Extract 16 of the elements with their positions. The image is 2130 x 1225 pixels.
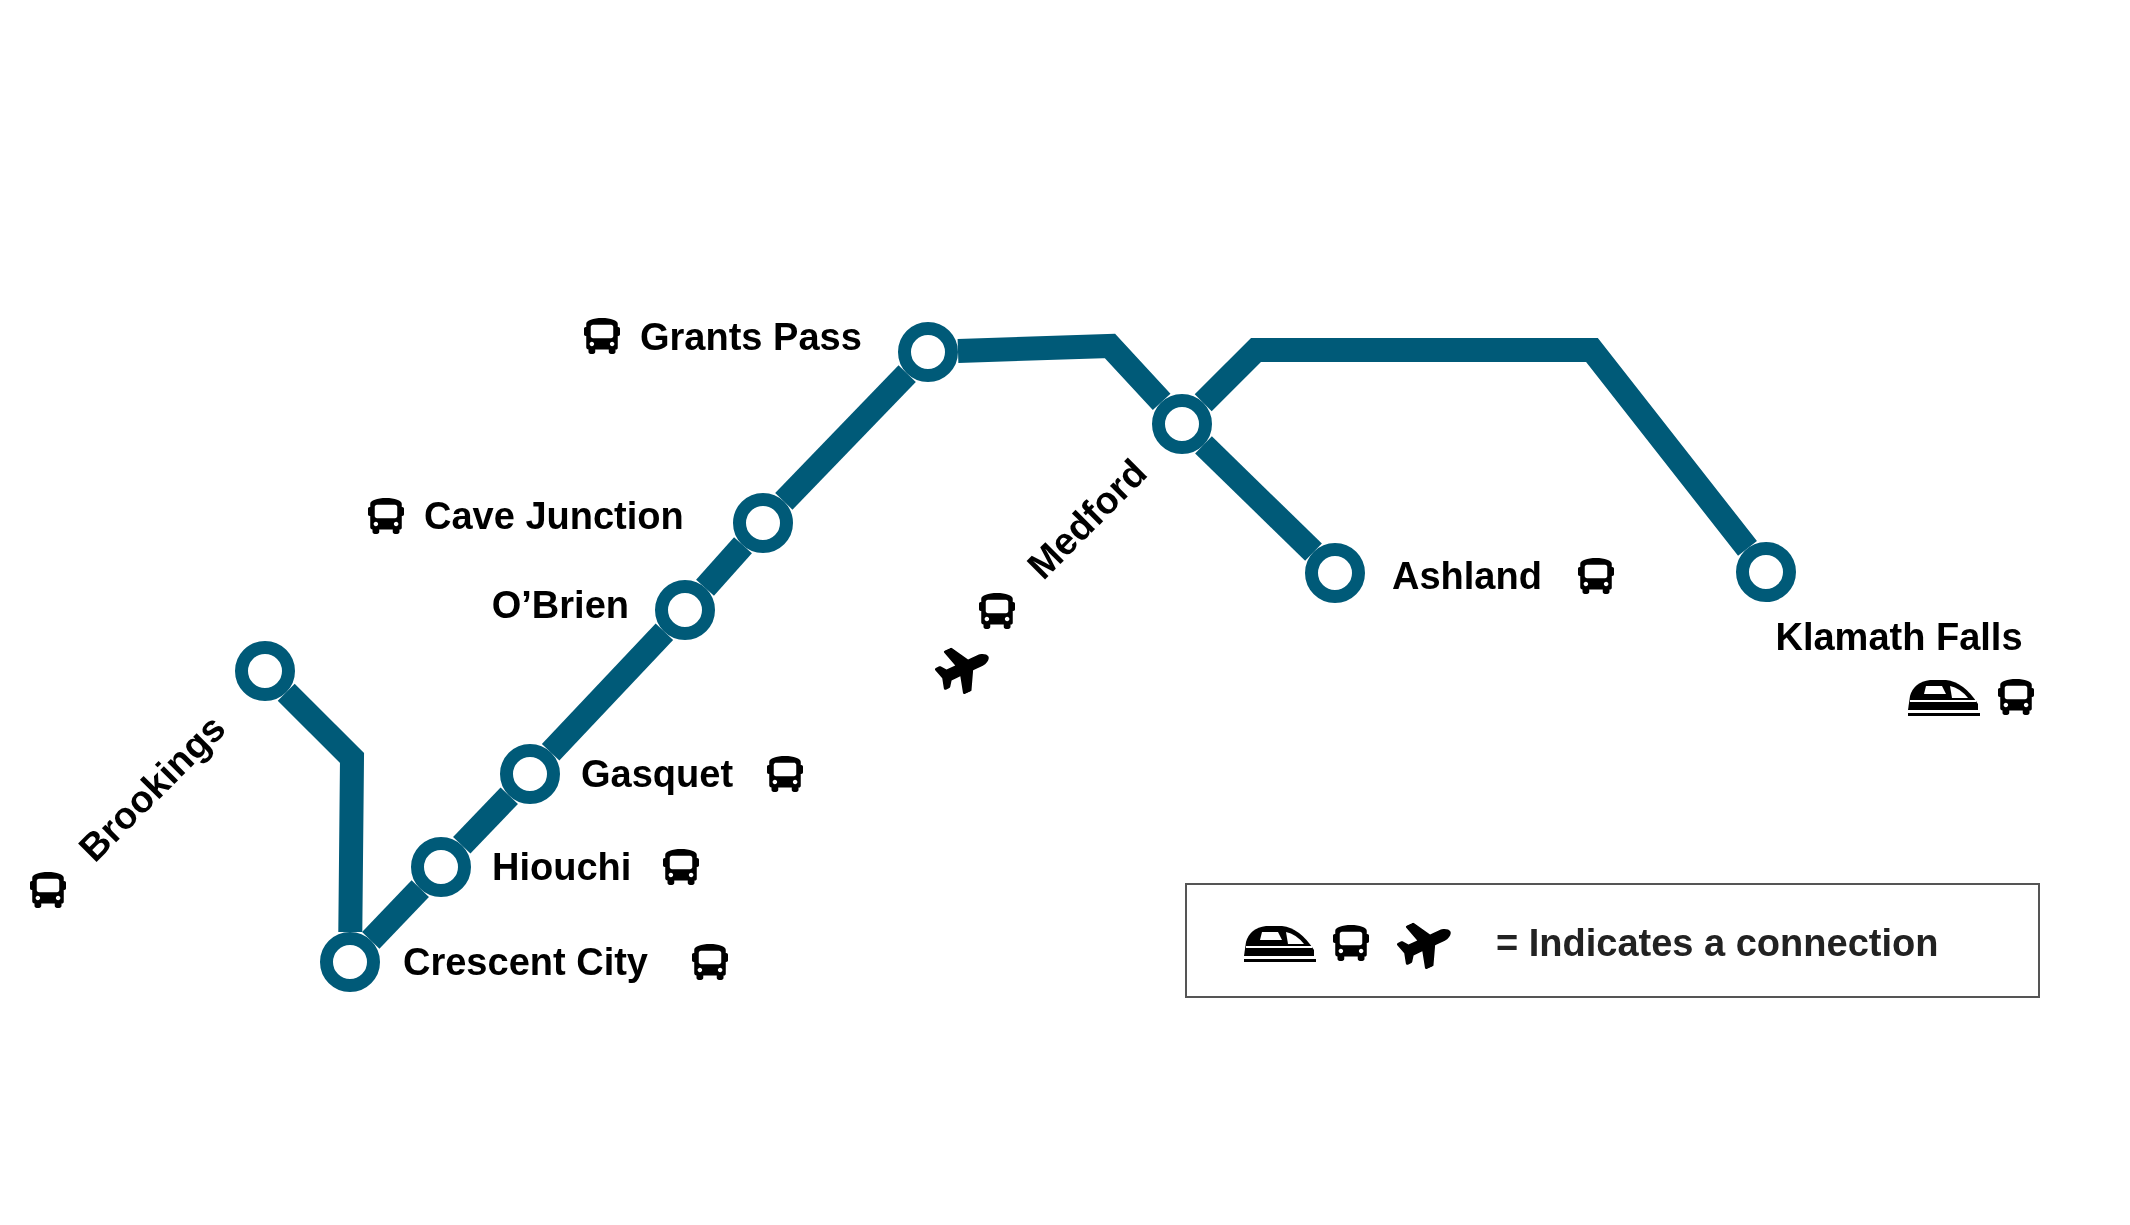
station-name: O’Brien	[491, 586, 629, 624]
station-name: Cave Junction	[424, 497, 684, 535]
station-name: Crescent City	[403, 943, 648, 981]
station-name: Klamath Falls	[1775, 618, 2023, 656]
station-name: Ashland	[1392, 557, 1542, 595]
station-name: Grants Pass	[640, 318, 862, 356]
station-name: Hiouchi	[492, 848, 632, 886]
route-line	[775, 365, 916, 510]
route-line	[541, 623, 674, 761]
route-line	[957, 333, 1171, 411]
route-line	[1195, 436, 1322, 561]
route-line	[453, 787, 518, 854]
legend-text: = Indicates a connection	[1496, 924, 1939, 962]
route-line	[362, 880, 429, 949]
route-line	[696, 537, 752, 596]
station-name: Gasquet	[581, 755, 734, 793]
